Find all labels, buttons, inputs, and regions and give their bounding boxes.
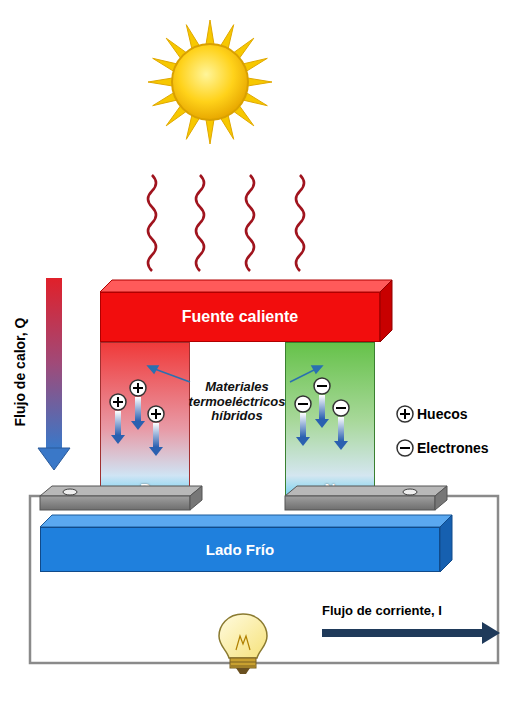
hot-bar-top [100,280,392,342]
legend-label: Electrones [417,440,489,456]
heat-waves [148,175,304,271]
materials-label: Materiales termoeléctricos híbridos [178,380,296,425]
n-type-leg: N [285,342,375,500]
current-arrow [322,622,500,644]
light-bulb [219,614,267,674]
legend-swatches [397,406,413,456]
cold-side-base: Lado Frío [40,527,440,572]
circuit-wire [30,496,498,663]
electrode-pads [40,486,447,510]
cold-base-top [40,515,452,572]
hot-source-bar: Fuente caliente [100,292,380,342]
node-label: Lado Frío [206,541,274,558]
sun [148,20,272,144]
heat-flow-label: Flujo de calor, Q [12,318,28,427]
heat-flow-arrow [38,278,70,470]
node-label: Fuente caliente [182,308,298,326]
legend-label: Huecos [417,406,468,422]
current-flow-label: Flujo de corriente, I [322,603,442,618]
